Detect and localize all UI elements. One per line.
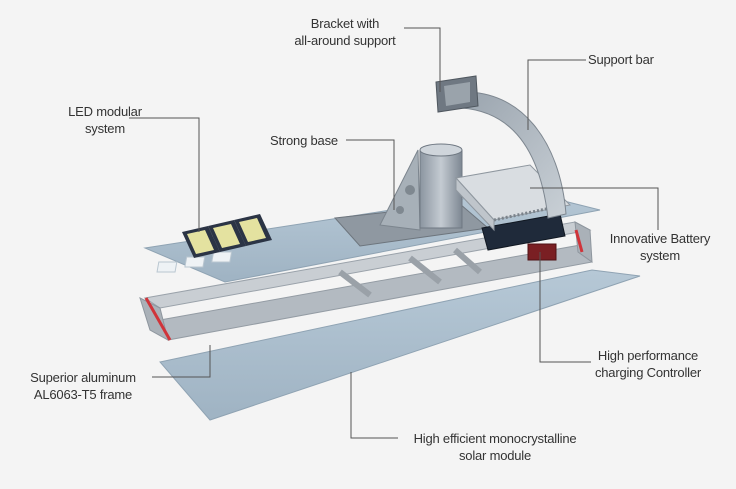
- leader-lines: [129, 27, 659, 439]
- label-controller-line2: charging Controller: [594, 365, 702, 380]
- label-support-bar: Support bar: [588, 51, 654, 68]
- label-bracket-line2: all-around support: [294, 33, 396, 48]
- label-led-line1: LED modular: [68, 104, 142, 119]
- label-bracket: Bracket with all-around support: [282, 15, 408, 49]
- aluminum-frame: [139, 221, 593, 341]
- label-battery-line1: Innovative Battery: [609, 231, 711, 246]
- label-led-line2: system: [85, 121, 125, 136]
- label-frame-line1: Superior aluminum: [30, 370, 136, 385]
- label-frame: Superior aluminum AL6063-T5 frame: [18, 369, 148, 403]
- led-modules: [182, 214, 272, 258]
- label-battery-line2: system: [640, 248, 680, 263]
- strong-base: [333, 143, 490, 247]
- label-solar: High efficient monocrystalline solar mod…: [400, 430, 590, 464]
- solar-module: [159, 269, 641, 421]
- label-frame-line2: AL6063-T5 frame: [33, 387, 133, 402]
- bracket: [435, 75, 479, 113]
- label-support-bar-line1: Support bar: [588, 52, 654, 67]
- label-strong-base: Strong base: [270, 132, 338, 149]
- label-strong-base-line1: Strong base: [270, 133, 338, 148]
- label-controller-line1: High performance: [597, 348, 699, 363]
- label-battery: Innovative Battery system: [600, 230, 720, 264]
- label-controller: High performance charging Controller: [583, 347, 713, 381]
- label-led: LED modular system: [60, 103, 150, 137]
- label-solar-line1: High efficient monocrystalline: [413, 431, 577, 446]
- label-bracket-line1: Bracket with: [310, 16, 380, 31]
- label-solar-line2: solar module: [458, 448, 532, 463]
